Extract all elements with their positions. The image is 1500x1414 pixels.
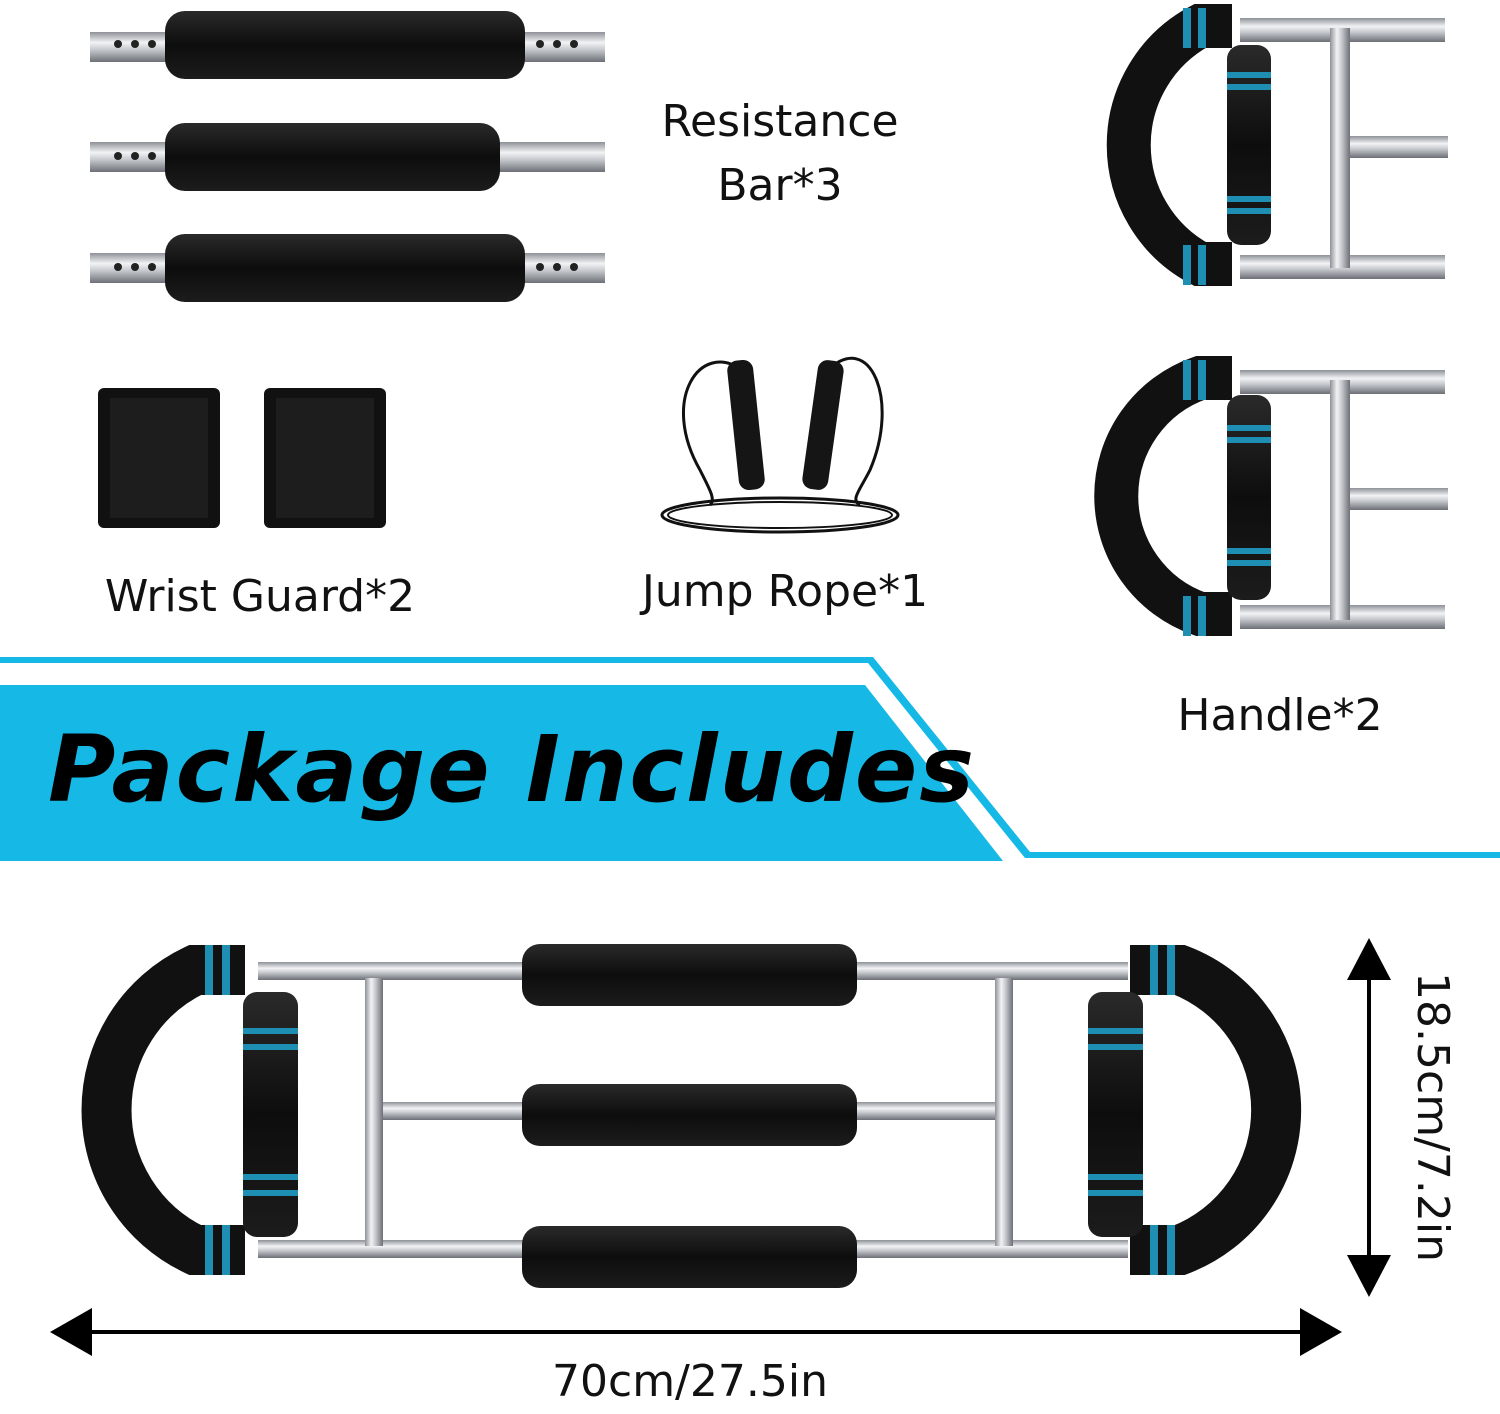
jump-rope-label: Jump Rope*1 [641,566,929,617]
resistance-bar [90,234,605,302]
handle [1094,356,1448,636]
wrist-guard-label: Wrist Guard*2 [104,571,416,622]
resistance-bar-label: Resistance Bar*3 [620,90,940,218]
resistance-bar-label-line2: Bar*3 [717,160,843,211]
wrist-guard [264,388,386,528]
resistance-bar [90,11,605,79]
handle-label: Handle*2 [1177,690,1383,741]
resistance-bar [90,123,605,191]
banner-stripe [0,657,1500,861]
height-dimension-arrow [1347,938,1391,1297]
width-dimension-label: 70cm/27.5in [552,1356,828,1407]
wrist-guard [98,388,220,528]
assembled-device [81,944,1302,1288]
resistance-bar-label-line1: Resistance [661,96,899,147]
height-dimension-label: 18.5cm/7.2in [1407,972,1458,1262]
width-dimension-arrow [50,1308,1342,1356]
package-includes-title: Package Includes [48,716,977,823]
jump-rope [660,356,900,534]
handle [1106,4,1448,286]
